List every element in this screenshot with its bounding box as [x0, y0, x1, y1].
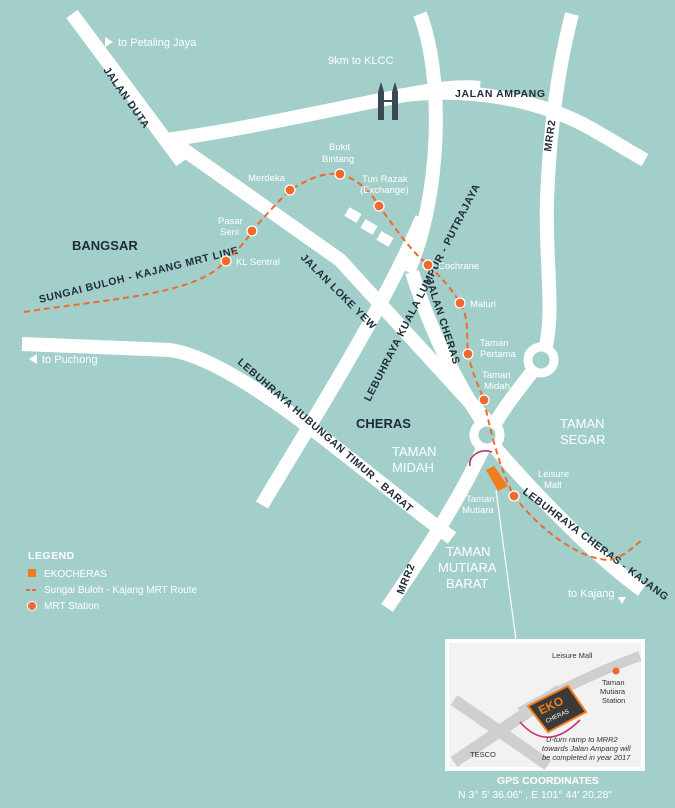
inset-ekocheras-building: EKO CHERAS — [526, 684, 588, 734]
station-merdeka — [284, 184, 296, 196]
road-jalan-cheras — [405, 269, 490, 428]
legend-item-ekocheras: EKOCHERAS — [44, 569, 107, 580]
legend: LEGEND EKOCHERAS Sungai Buloh - Kajang M… — [26, 550, 197, 612]
area-mutiara-barat-line1: TAMAN — [446, 544, 491, 559]
label-pasar-seni-1: Pasar — [218, 216, 243, 227]
road-network — [21, 9, 649, 612]
direction-petaling-jaya: to Petaling Jaya — [105, 37, 197, 49]
inset-station-3: Station — [602, 696, 625, 705]
legend-item-station: MRT Station — [44, 601, 99, 612]
road-jalan-ampang — [395, 85, 649, 167]
label-bukit-bintang-1: Bukit — [329, 142, 350, 153]
arrow-down-icon — [618, 597, 626, 604]
ekocheras-marker — [486, 466, 508, 491]
svg-text:to Petaling Jaya: to Petaling Jaya — [118, 37, 197, 49]
roundabout-south — [469, 417, 505, 453]
u-turn-ramp — [469, 450, 493, 467]
direction-klcc: 9km to KLCC — [328, 55, 393, 67]
area-taman-midah-line1: TAMAN — [392, 444, 437, 459]
inset-note-3: be completed in year 2017 — [542, 753, 631, 762]
label-pasar-seni-2: Seni — [220, 227, 239, 238]
label-taman-midah-1: Taman — [482, 370, 511, 381]
direction-puchong: to Puchong — [29, 354, 98, 366]
roundabout-north — [523, 342, 559, 378]
inset-tesco: TESCO — [470, 750, 496, 759]
area-taman-segar-line2: SEGAR — [560, 432, 606, 447]
station-maluri — [454, 297, 466, 309]
station-bukit-bintang — [334, 168, 346, 180]
label-merdeka: Merdeka — [248, 173, 286, 184]
inset-map: EKO CHERAS Leisure Mall Taman Mutiara St… — [445, 639, 645, 771]
road-cheras-kajang — [486, 439, 647, 596]
label-maluri: Maluri — [470, 299, 496, 310]
label-jalan-ampang: JALAN AMPANG — [455, 88, 546, 100]
arrow-right-icon — [105, 37, 113, 47]
mrt-stations — [220, 168, 520, 502]
station-taman-pertama — [462, 348, 474, 360]
label-tun-razak-1: Tun Razak — [362, 174, 408, 185]
label-kl-sentral: KL Sentral — [236, 257, 280, 268]
road-klcc-spur — [401, 11, 443, 275]
label-leisure-mall-2: Mall — [544, 480, 561, 491]
label-leisure-mall-1: Leisure — [538, 469, 569, 480]
road-jalan-loke-yew — [165, 134, 494, 427]
label-taman-midah-2: Midah — [484, 381, 510, 392]
inset-pointer — [495, 489, 517, 641]
label-taman-mutiara-2: Mutiara — [462, 505, 494, 516]
inset-leisure-mall: Leisure Mall — [552, 651, 593, 660]
area-mutiara-barat-line2: MUTIARA — [438, 560, 497, 575]
label-tun-razak-2: (Exchange) — [360, 185, 409, 196]
legend-item-mrt-route: Sungai Buloh - Kajang MRT Route — [44, 585, 197, 596]
road-kl-putrajaya — [255, 215, 429, 509]
station-tun-razak — [373, 200, 385, 212]
inset-note-2: towards Jalan Ampang will — [542, 744, 631, 753]
label-bukit-bintang-2: Bintang — [322, 154, 354, 165]
road-mrr2-south — [381, 363, 541, 612]
station-cochrane — [422, 259, 434, 271]
legend-station-swatch — [27, 601, 37, 611]
area-cheras: CHERAS — [356, 416, 411, 431]
direction-kajang: to Kajang — [568, 588, 626, 604]
label-taman-pertama-1: Taman — [480, 338, 509, 349]
area-bangsar: BANGSAR — [72, 238, 138, 253]
road-hubungan-timur-barat — [21, 337, 457, 544]
inset-station-1: Taman — [602, 678, 625, 687]
area-taman-midah-line2: MIDAH — [392, 460, 434, 475]
legend-ekocheras-swatch — [28, 569, 36, 577]
area-taman-segar-line1: TAMAN — [560, 416, 605, 431]
legend-title: LEGEND — [28, 550, 75, 562]
petronas-towers-icon — [378, 82, 398, 120]
inset-note-1: U-turn ramp to MRR2 — [546, 735, 619, 744]
svg-text:to Puchong: to Puchong — [42, 354, 98, 366]
station-kl-sentral — [220, 255, 232, 267]
station-pasar-seni — [246, 225, 258, 237]
svg-text:to Kajang: to Kajang — [568, 588, 614, 600]
road-mrr2-north — [538, 12, 579, 352]
road-jalan-duta — [66, 9, 188, 167]
arrow-left-icon — [29, 354, 37, 364]
inset-station-dot — [612, 667, 620, 675]
station-taman-midah — [478, 394, 490, 406]
gps-title: GPS COORDINATES — [497, 775, 599, 787]
inset-station-2: Mutiara — [600, 687, 626, 696]
gps-value: N 3° 5' 36.06" , E 101° 44' 20.28" — [458, 789, 612, 801]
area-mutiara-barat-line3: BARAT — [446, 576, 488, 591]
label-cochrane: Cochrane — [438, 261, 479, 272]
label-taman-mutiara-1: Taman — [466, 494, 495, 505]
label-mrr2-north: MRR2 — [542, 119, 558, 153]
inset-uturn-ramp — [519, 719, 581, 739]
station-taman-mutiara — [508, 490, 520, 502]
label-taman-pertama-2: Pertama — [480, 349, 517, 360]
railway-dashes — [344, 207, 394, 247]
